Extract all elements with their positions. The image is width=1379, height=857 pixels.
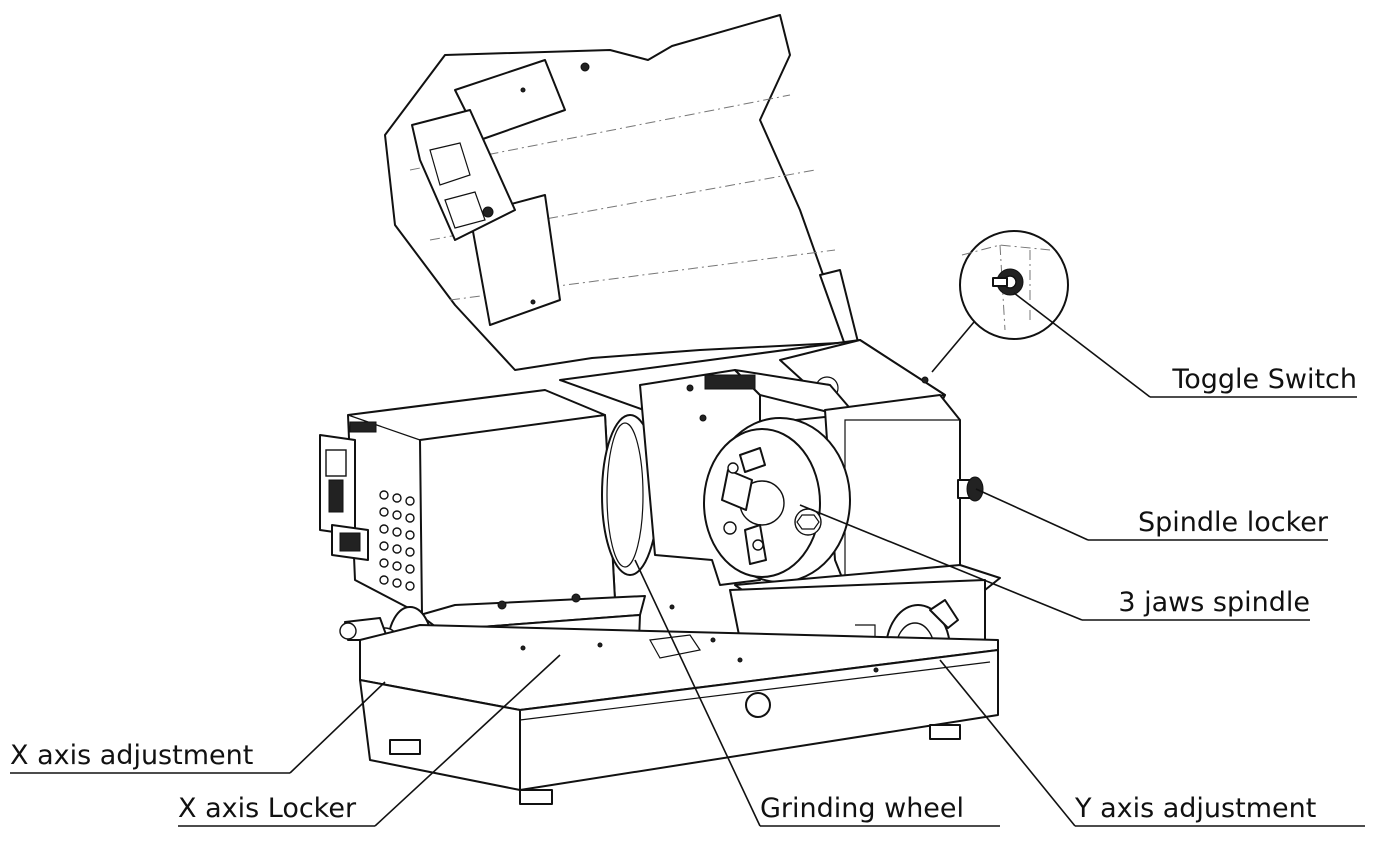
label-spindle-locker: Spindle locker — [1088, 507, 1329, 541]
label-3-jaws-spindle: 3 jaws spindle — [1082, 587, 1310, 621]
motor-housing — [319, 389, 616, 616]
label-x-axis-locker: X axis Locker — [178, 793, 375, 827]
label-grinding-wheel-text: Grinding wheel — [760, 793, 964, 824]
label-toggle-switch: Toggle Switch — [1150, 364, 1357, 398]
label-x-axis-locker-text: X axis Locker — [178, 793, 357, 824]
label-y-axis-adjustment-text: Y axis adjustment — [1074, 793, 1316, 824]
label-spindle-locker-text: Spindle locker — [1138, 507, 1329, 538]
open-lid — [384, 14, 859, 371]
spindle-locker-knob — [957, 476, 984, 502]
vent-holes — [379, 490, 415, 591]
label-3-jaws-spindle-text: 3 jaws spindle — [1118, 587, 1310, 618]
label-x-axis-adjustment: X axis adjustment — [10, 740, 290, 774]
leader-lines — [289, 292, 1151, 827]
label-x-axis-adjustment-text: X axis adjustment — [10, 740, 253, 771]
grinder-machine-drawing — [319, 14, 1001, 805]
spindle-head — [639, 369, 961, 586]
label-toggle-switch-text: Toggle Switch — [1171, 364, 1357, 395]
machine-base — [359, 604, 999, 805]
label-y-axis-adjustment: Y axis adjustment — [1074, 793, 1365, 827]
toggle-switch-detail-callout — [931, 230, 1069, 373]
label-grinding-wheel: Grinding wheel — [760, 793, 1000, 827]
